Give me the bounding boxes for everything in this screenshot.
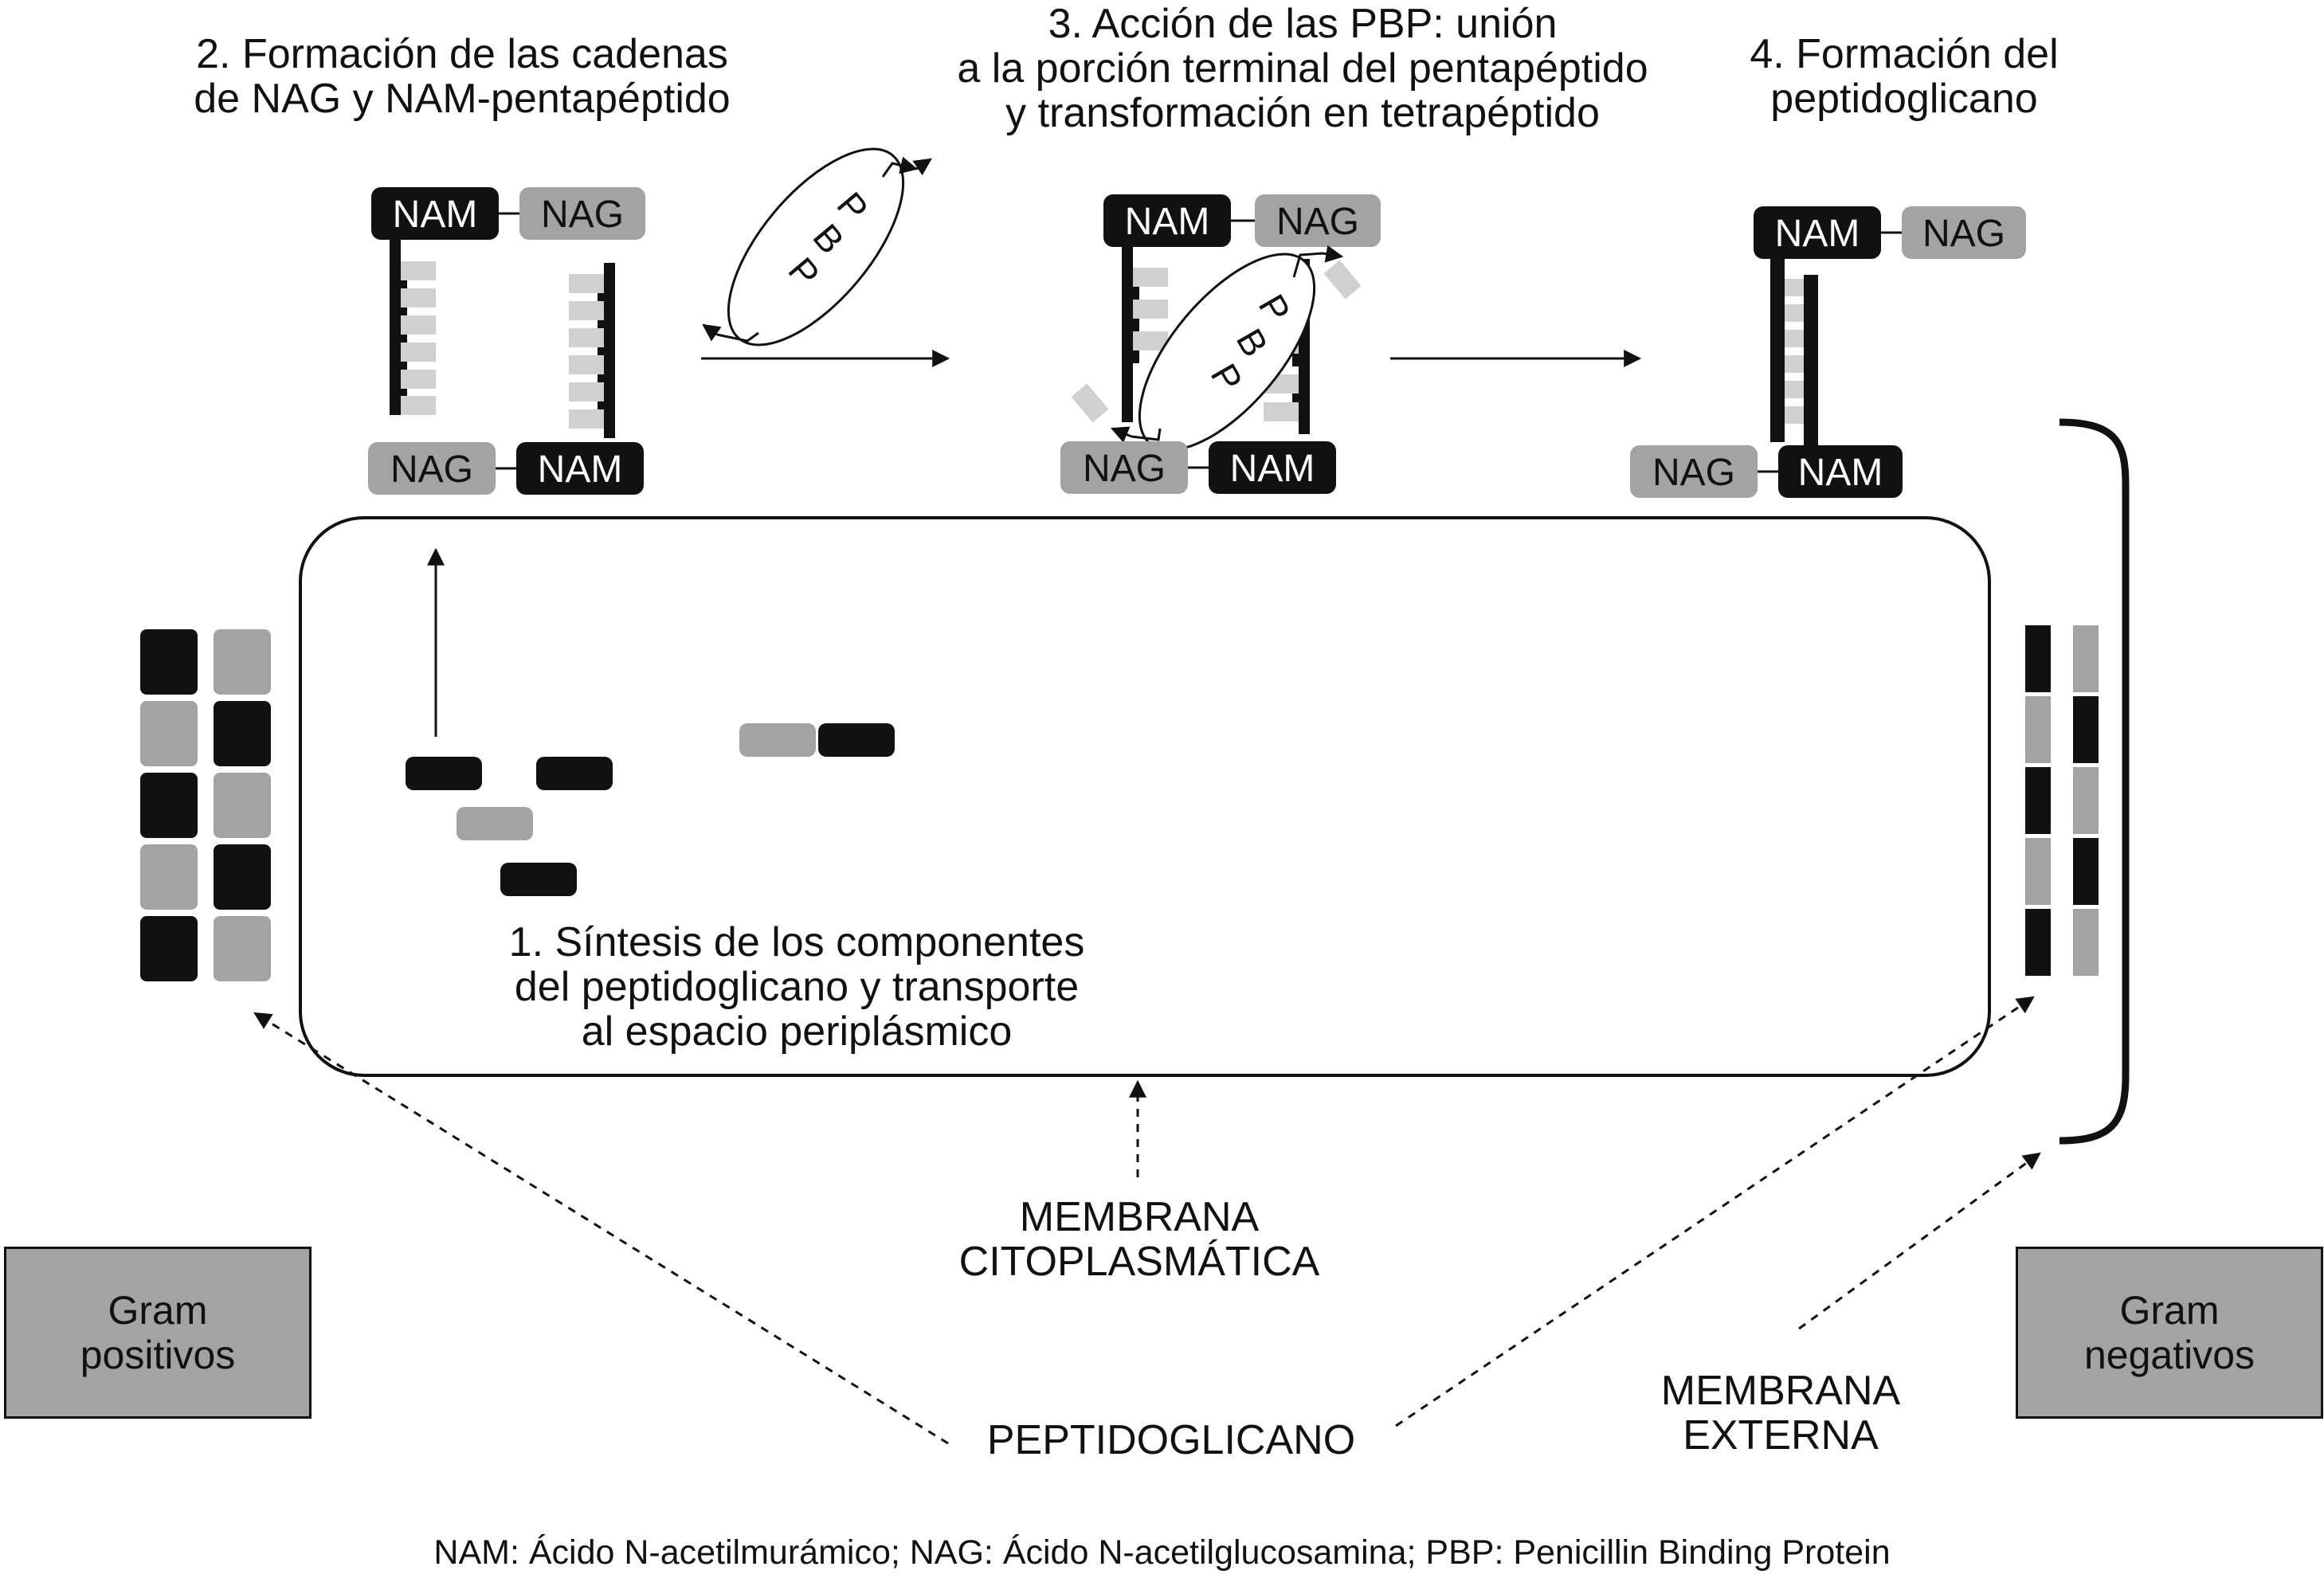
component-nam <box>536 757 613 790</box>
pointer-arrows <box>253 996 2041 1445</box>
nam-block <box>1103 194 1231 247</box>
nag-block <box>1630 445 1758 498</box>
gram-negativos-box: Gram negativos <box>2016 1247 2323 1419</box>
nam-label: NAM <box>1798 452 1883 494</box>
step2-title: 2. Formación de las cadenas de NAG y NAM… <box>194 31 731 122</box>
nam-label: NAM <box>1775 213 1860 255</box>
pbp-free: P B P <box>702 147 932 347</box>
released-residue <box>1323 260 1362 300</box>
peptidoglycan-pointer-right <box>1395 996 2035 1427</box>
nag-label: NAG <box>1083 448 1166 490</box>
nag-label: NAG <box>1652 452 1735 494</box>
component-nam <box>500 863 577 896</box>
nam-block <box>516 442 644 495</box>
nam-block <box>371 187 499 240</box>
nag-label: NAG <box>1276 201 1359 243</box>
cytoplasmic-membrane <box>299 516 1991 1077</box>
step3-title: 3. Acción de las PBP: unión a la porción… <box>957 1 1648 136</box>
nag-block <box>1060 441 1188 494</box>
step2-chains: NAM NAG NAG NAM <box>368 187 645 495</box>
nam-block <box>1754 206 1881 259</box>
gram-negative-wall <box>2025 625 2099 976</box>
nam-label: NAM <box>1125 201 1210 243</box>
outer-membrane <box>2059 418 2130 1145</box>
nag-label: NAG <box>390 448 473 491</box>
component-nag <box>457 807 533 840</box>
gram-positive-wall <box>140 629 271 981</box>
peptidoglicano-label: PEPTIDOGLICANO <box>986 1417 1356 1463</box>
nag-label: NAG <box>541 194 624 236</box>
nag-block <box>1255 194 1381 247</box>
nam-block <box>1209 441 1336 494</box>
step1-title: 1. Síntesis de los componentes del pepti… <box>508 919 1085 1055</box>
component-nag <box>739 723 816 757</box>
footnote: NAM: Ácido N-acetilmurámico; NAG: Ácido … <box>433 1533 1891 1572</box>
nam-label: NAM <box>1230 448 1315 490</box>
component-nam <box>818 723 895 757</box>
nag-label: NAG <box>1922 213 2005 255</box>
step4-title: 4. Formación del peptidoglicano <box>1750 31 2059 122</box>
gram-positivos-box: Gram positivos <box>4 1247 312 1419</box>
peptidoglycan-pointer-left <box>253 1012 949 1445</box>
nam-label: NAM <box>538 448 623 491</box>
step3-chains: NAM NAG P B P NAG <box>1060 194 1381 494</box>
nag-block <box>368 442 496 495</box>
outer-membrane-pointer <box>1798 1152 2041 1330</box>
step4-peptidoglycan: NAM NAG NAG NAM <box>1630 206 2026 498</box>
synthesized-components <box>406 723 895 896</box>
component-nam <box>406 757 482 790</box>
nam-block <box>1778 445 1903 498</box>
nam-label: NAM <box>393 194 478 236</box>
released-residue <box>1071 383 1109 423</box>
membrana-citoplasmatica-label: MEMBRANA CITOPLASMÁTICA <box>958 1194 1320 1285</box>
nag-block <box>1902 206 2026 259</box>
nag-block <box>519 187 645 240</box>
membrana-externa-label: MEMBRANA EXTERNA <box>1660 1368 1901 1459</box>
